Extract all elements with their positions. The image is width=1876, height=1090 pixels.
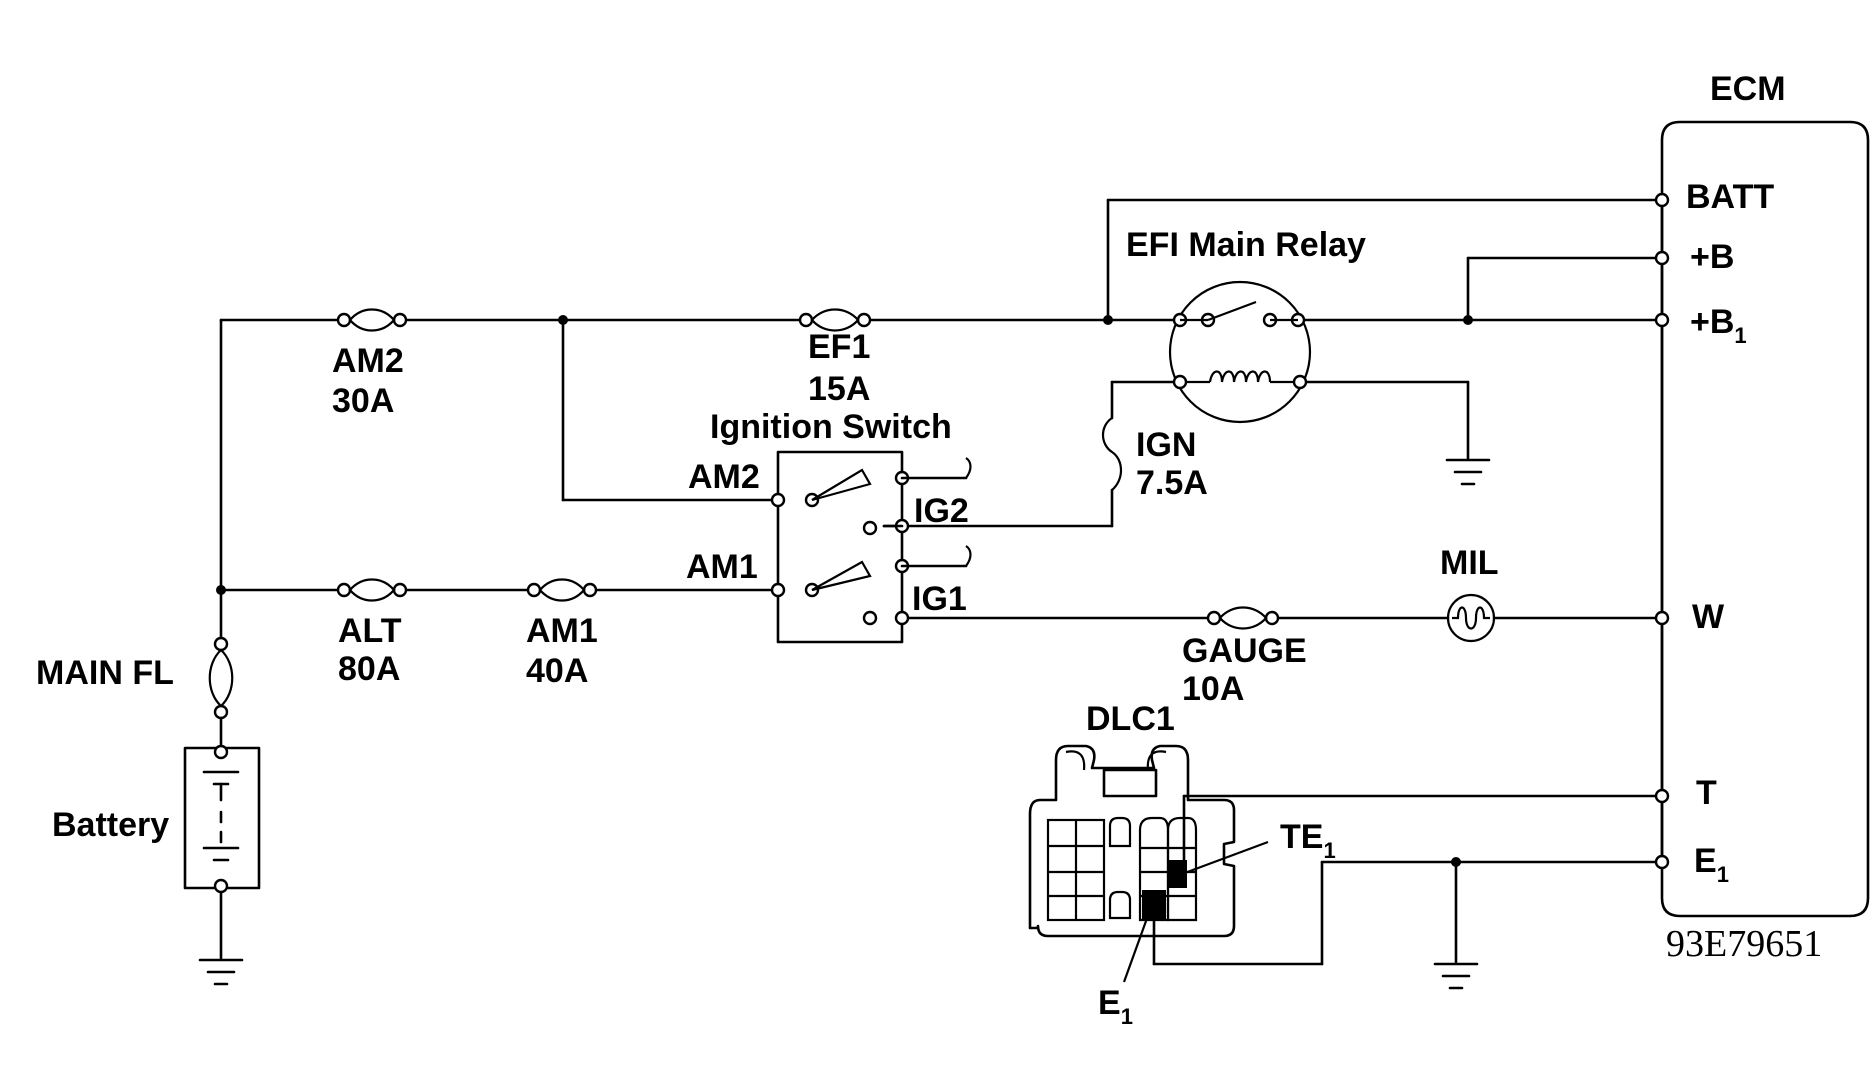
fuse-ef1 [798,308,872,332]
mil-label: MIL [1440,544,1499,582]
efi-main-relay-label: EFI Main Relay [1126,226,1366,264]
fuse-am1-name: AM1 [526,612,598,650]
fuse-alt [336,578,408,602]
ground-icon [1433,962,1479,990]
ground-icon [198,958,244,986]
fuse-alt-name: ALT [338,612,402,650]
fuse-ign-name: IGN [1136,426,1196,464]
ecm-pin-w: W [1692,598,1725,636]
fuse-am2 [336,308,408,332]
dlc1-connector [1028,744,1269,983]
switch-terminal-am2: AM2 [688,458,760,496]
fuse-ign [1101,417,1123,491]
switch-terminal-am1: AM1 [686,548,758,586]
ecm-title: ECM [1710,70,1786,108]
ecm-pin-plus-b: +B [1690,238,1734,276]
battery-label: Battery [52,806,169,844]
fuse-am1 [526,578,598,602]
ecm-pin-batt: BATT [1686,178,1774,216]
ignition-switch [770,450,972,644]
wiring [219,198,1664,966]
dlc-e1-label: E1 [1098,984,1133,1029]
ecm-pin-e1: E1 [1694,842,1729,887]
fuse-ef1-rating: 15A [808,370,870,408]
ecm-pin-plus-b1: +B1 [1690,303,1747,348]
fuse-gauge-rating: 10A [1182,670,1244,708]
ecm-pin-t: T [1696,774,1717,812]
dlc1-label: DLC1 [1086,700,1175,738]
fuse-am2-rating: 30A [332,382,394,420]
fuse-am1-rating: 40A [526,652,588,690]
fuse-gauge [1206,606,1280,630]
fuse-ign-rating: 7.5A [1136,464,1208,502]
switch-terminal-ig2: IG2 [914,492,969,530]
fuse-gauge-name: GAUGE [1182,632,1307,670]
main-fusible-link [208,636,234,720]
junction-dots [216,315,1473,867]
ecm-box: ECM [1660,70,1870,918]
figure-code: 93E79651 [1666,923,1822,965]
ignition-switch-label: Ignition Switch [710,408,952,446]
main-fl-label: MAIN FL [36,654,174,692]
battery [183,716,261,894]
ground-icon [1445,458,1491,486]
fuse-ef1-name: EF1 [808,328,870,366]
ecm-pin-nodes [1654,192,1670,870]
fuse-alt-rating: 80A [338,650,400,688]
mil-lamp [1446,593,1496,643]
dlc-te1-label: TE1 [1280,818,1336,863]
switch-terminal-ig1: IG1 [912,580,967,618]
efi-main-relay [1168,280,1312,424]
fuse-am2-name: AM2 [332,342,404,380]
